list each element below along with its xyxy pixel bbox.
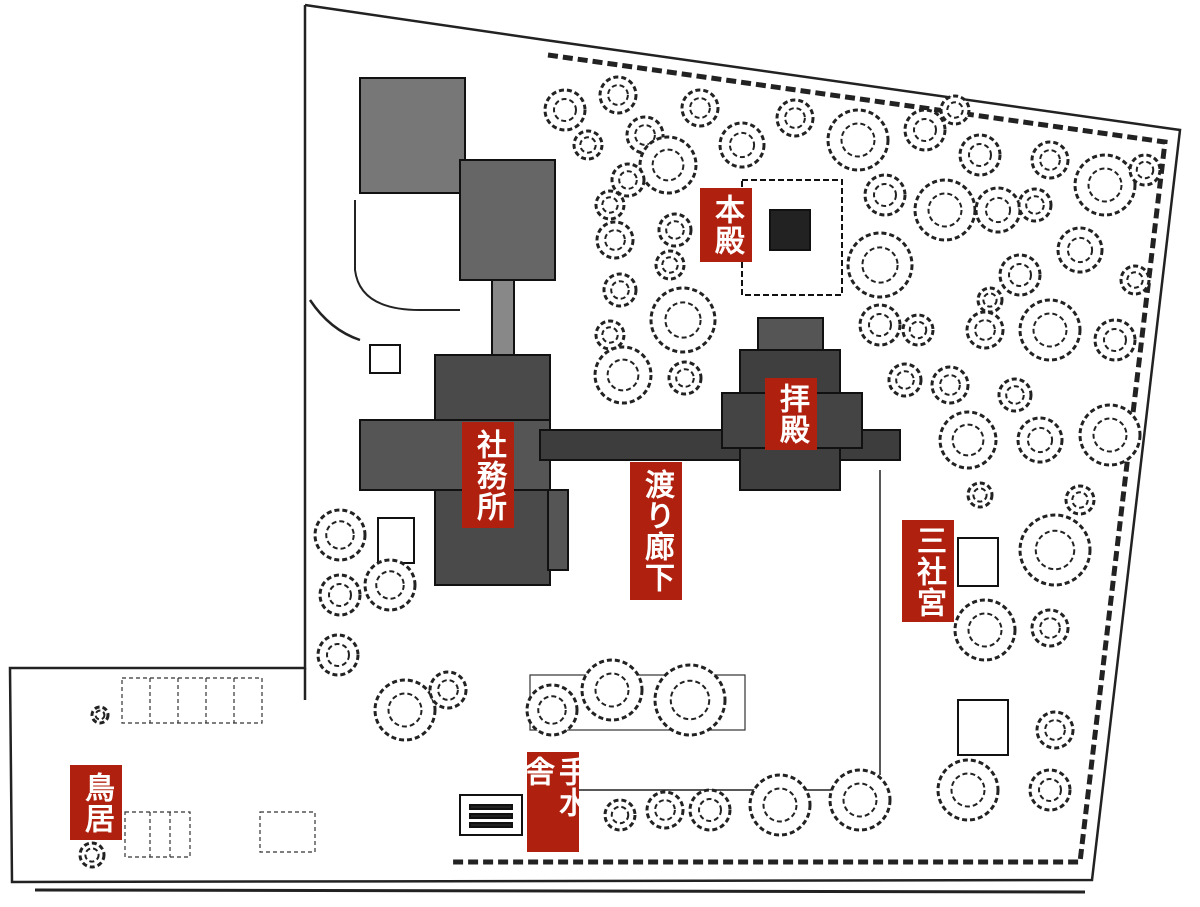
- building-sanshagu-2: [957, 699, 1009, 756]
- tree-icon: [689, 97, 711, 119]
- tree-icon: [762, 787, 798, 823]
- tree-icon: [974, 319, 996, 341]
- tree-icon: [634, 124, 656, 146]
- tree-icon: [387, 692, 423, 728]
- tree-icon: [601, 196, 619, 214]
- tree-icon: [868, 313, 892, 337]
- tree-icon: [537, 695, 567, 725]
- tree-icon: [982, 292, 998, 308]
- tree-icon: [1103, 328, 1127, 352]
- tree-icon: [939, 374, 961, 396]
- tree-icon: [579, 136, 597, 154]
- tree-icon: [946, 101, 964, 119]
- tree-icon: [840, 122, 876, 158]
- tree-icon: [1008, 263, 1032, 287]
- tree-icon: [664, 301, 702, 339]
- label-honden: 本殿: [700, 188, 752, 262]
- tree-icon: [675, 368, 695, 388]
- tree-icon: [842, 782, 878, 818]
- tree-icon: [1025, 195, 1045, 215]
- tree-icon: [610, 805, 630, 825]
- tree-icon: [654, 799, 676, 821]
- tree-icon: [1026, 426, 1054, 454]
- tree-icon: [908, 320, 928, 340]
- building-annex: [459, 159, 556, 281]
- tree-icon: [437, 679, 459, 701]
- tree-icon: [661, 256, 679, 274]
- label-watari-roka: 渡り廊下: [630, 462, 682, 600]
- tree-icon: [607, 84, 629, 106]
- tree-icon: [328, 583, 352, 607]
- tree-icon: [873, 183, 897, 207]
- tree-icon: [1044, 719, 1066, 741]
- tree-icon: [665, 220, 685, 240]
- label-haiden: 拝殿: [765, 378, 817, 450]
- building-residence: [359, 77, 466, 194]
- tree-icon: [984, 196, 1012, 224]
- tree-icon: [950, 772, 986, 808]
- corridor-north: [491, 279, 515, 356]
- building-sanshagu-1: [957, 537, 999, 587]
- tree-icon: [968, 143, 992, 167]
- label-temizuya: 手水舎: [519, 752, 588, 852]
- building-shamusho-wing: [359, 419, 551, 491]
- tree-icon: [1071, 491, 1089, 509]
- tree-icon: [610, 280, 630, 300]
- tree-icon: [728, 131, 756, 159]
- parking-area-2: [124, 811, 191, 858]
- building-shamusho-side: [547, 489, 569, 571]
- tree-icon: [94, 709, 106, 721]
- tree-icon: [651, 148, 685, 182]
- label-sanshagu: 三社宮: [902, 520, 954, 622]
- parking-area-3: [259, 811, 316, 853]
- tree-icon: [784, 107, 806, 129]
- label-torii: 鳥居: [70, 765, 122, 840]
- tree-icon: [669, 679, 711, 721]
- tree-icon: [375, 570, 405, 600]
- tree-icon: [618, 170, 638, 190]
- tree-icon: [1039, 617, 1061, 639]
- tree-icon: [1092, 417, 1128, 453]
- tree-icon: [698, 798, 722, 822]
- tree-icon: [895, 370, 915, 390]
- tree-icon: [1066, 236, 1094, 264]
- tree-icon: [951, 423, 985, 457]
- tree-icon: [1135, 160, 1155, 180]
- shed: [369, 344, 401, 374]
- tree-icon: [553, 98, 577, 122]
- tree-icon: [913, 118, 937, 142]
- tree-icon: [967, 612, 1003, 648]
- tree-icon: [326, 643, 350, 667]
- tree-icon: [861, 246, 899, 284]
- building-honden: [769, 209, 811, 251]
- tree-icon: [1087, 167, 1123, 203]
- site-boundary: [8, 3, 1182, 884]
- parking-area-1: [121, 677, 263, 724]
- tree-icon: [325, 520, 355, 550]
- tree-icon: [1034, 529, 1076, 571]
- tree-icon: [606, 358, 640, 392]
- tree-icon: [1039, 149, 1061, 171]
- tree-icon: [601, 326, 619, 344]
- tree-icon: [604, 229, 626, 251]
- tree-icon: [594, 672, 630, 708]
- tree-icon: [972, 487, 988, 503]
- tree-icon: [927, 192, 963, 228]
- tree-icon: [1032, 312, 1068, 348]
- tree-icon: [84, 847, 100, 863]
- label-shamusho: 社務所: [462, 422, 514, 528]
- tree-icon: [1038, 778, 1062, 802]
- tree-icon: [1126, 271, 1144, 289]
- tree-icon: [1005, 385, 1025, 405]
